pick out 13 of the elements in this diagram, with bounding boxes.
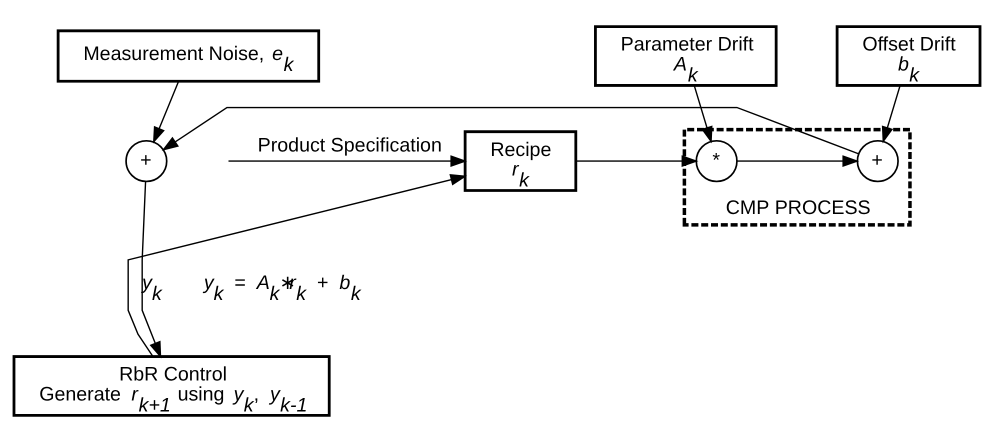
arrow: [576, 154, 698, 166]
arrow: [152, 80, 180, 144]
arrow: [737, 154, 860, 166]
arrow: [228, 154, 468, 166]
arrow: [141, 181, 162, 358]
node-circle: +: [856, 139, 899, 182]
node-circle: *: [695, 139, 738, 182]
arrow: [127, 174, 468, 356]
edge-label: Product Specification: [258, 134, 442, 156]
arrow: [882, 85, 901, 143]
node-circle: +: [125, 139, 168, 182]
arrow: [694, 85, 712, 143]
arrow: [162, 106, 859, 154]
